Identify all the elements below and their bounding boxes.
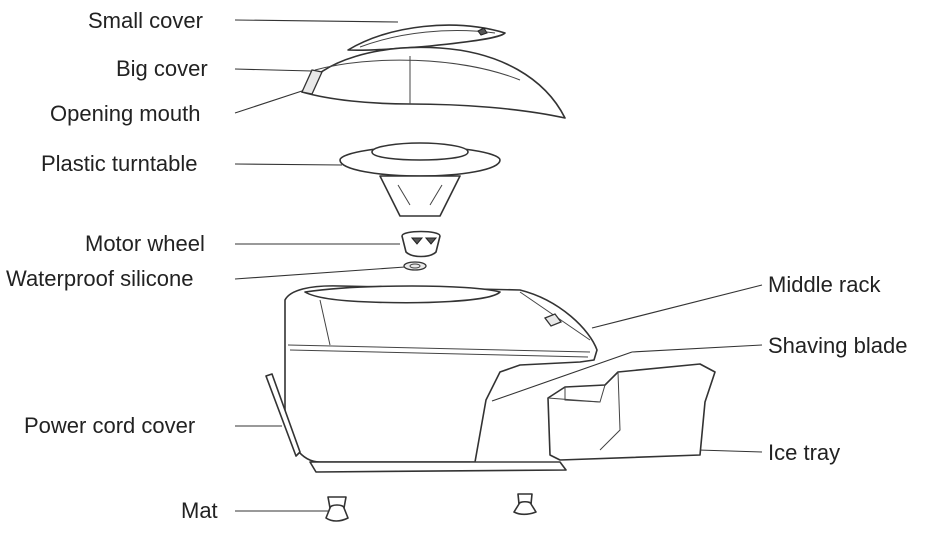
label-plastic-turntable: Plastic turntable — [41, 151, 198, 176]
leader-middle-rack — [591, 284, 763, 329]
waterproof-silicone-part — [403, 261, 427, 271]
big-cover-part — [301, 46, 566, 119]
small-cover-part — [347, 24, 506, 52]
leader-shaving-blade — [631, 344, 763, 353]
plastic-turntable-part — [339, 142, 501, 217]
label-small-cover: Small cover — [88, 8, 203, 33]
power-cord-cover-part — [265, 373, 301, 457]
label-power-cord-cover: Power cord cover — [24, 413, 196, 438]
ice-tray-part — [547, 363, 716, 461]
leader-shaving-blade-2 — [491, 351, 633, 402]
label-shaving-blade: Shaving blade — [768, 333, 908, 358]
label-opening-mouth: Opening mouth — [50, 101, 201, 126]
label-motor-wheel: Motor wheel — [85, 231, 205, 256]
label-middle-rack: Middle rack — [768, 272, 881, 297]
leader-big-cover — [234, 68, 313, 72]
mat-part-left — [325, 496, 349, 522]
label-ice-tray: Ice tray — [768, 440, 841, 465]
leader-opening-mouth — [234, 89, 306, 114]
main-body-part — [284, 285, 598, 473]
label-mat: Mat — [181, 498, 218, 523]
leader-ice-tray — [697, 449, 763, 453]
leader-plastic-turntable — [234, 163, 343, 166]
label-big-cover: Big cover — [116, 56, 208, 81]
motor-wheel-part — [401, 230, 441, 258]
leader-waterproof-silicone — [234, 266, 406, 280]
mat-part-right — [513, 493, 537, 516]
label-waterproof-silicone: Waterproof silicone — [6, 266, 194, 291]
leader-small-cover — [234, 19, 399, 23]
